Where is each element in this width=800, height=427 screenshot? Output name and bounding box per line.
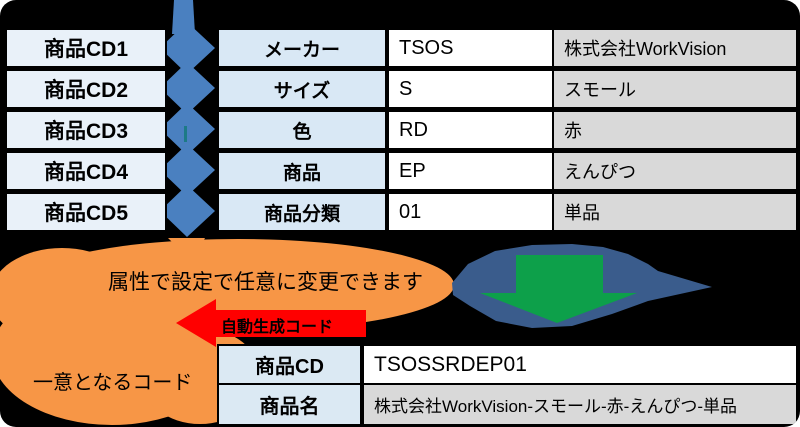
red-arrow-label: 自動生成コード <box>221 319 334 336</box>
attr-row-desc: えんぴつ <box>552 151 798 191</box>
attr-row-code: S <box>387 69 562 109</box>
attr-row-desc: 株式会社WorkVision <box>552 28 798 68</box>
result-row-value: 株式会社WorkVision-スモール-赤-えんぴつ-単品 <box>362 383 798 426</box>
attr-row-label: メーカー <box>217 28 387 68</box>
attr-row-code: RD <box>387 110 562 150</box>
code-box-5-label: 商品CD5 <box>43 202 128 225</box>
result-row-label: 商品CD <box>217 344 362 385</box>
code-box-5: 商品CD5 <box>5 192 167 232</box>
teal-cursor-mark <box>184 126 187 142</box>
attr-row-label: 商品 <box>217 151 387 191</box>
code-box-3: 商品CD3 <box>5 110 167 150</box>
green-down-arrow-icon <box>480 255 637 323</box>
attr-row-label: 商品分類 <box>217 192 387 232</box>
attr-row-desc: スモール <box>552 69 798 109</box>
attribute-note-text: 属性で設定で任意に変更できます <box>108 271 423 294</box>
code-box-3-label: 商品CD3 <box>43 120 128 143</box>
code-box-2: 商品CD2 <box>5 69 167 109</box>
code-box-4-label: 商品CD4 <box>43 161 128 184</box>
attr-row-code: TSOS <box>387 28 562 68</box>
result-row-label: 商品名 <box>217 383 362 426</box>
attr-row-desc: 赤 <box>552 110 798 150</box>
code-box-4: 商品CD4 <box>5 151 167 191</box>
attr-row-label: サイズ <box>217 69 387 109</box>
blue-right-arrow-icon <box>452 244 712 328</box>
code-box-1-label: 商品CD1 <box>43 38 128 61</box>
attr-row-code: EP <box>387 151 562 191</box>
attr-row-code: 01 <box>387 192 562 232</box>
unique-code-note-text: 一意となるコード <box>33 372 193 394</box>
down-arrow-group <box>452 244 712 328</box>
result-row-value: TSOSSRDEP01 <box>362 344 798 385</box>
code-box-1: 商品CD1 <box>5 28 167 68</box>
attr-row-desc: 単品 <box>552 192 798 232</box>
code-box-2-label: 商品CD2 <box>43 79 128 102</box>
attr-row-label: 色 <box>217 110 387 150</box>
